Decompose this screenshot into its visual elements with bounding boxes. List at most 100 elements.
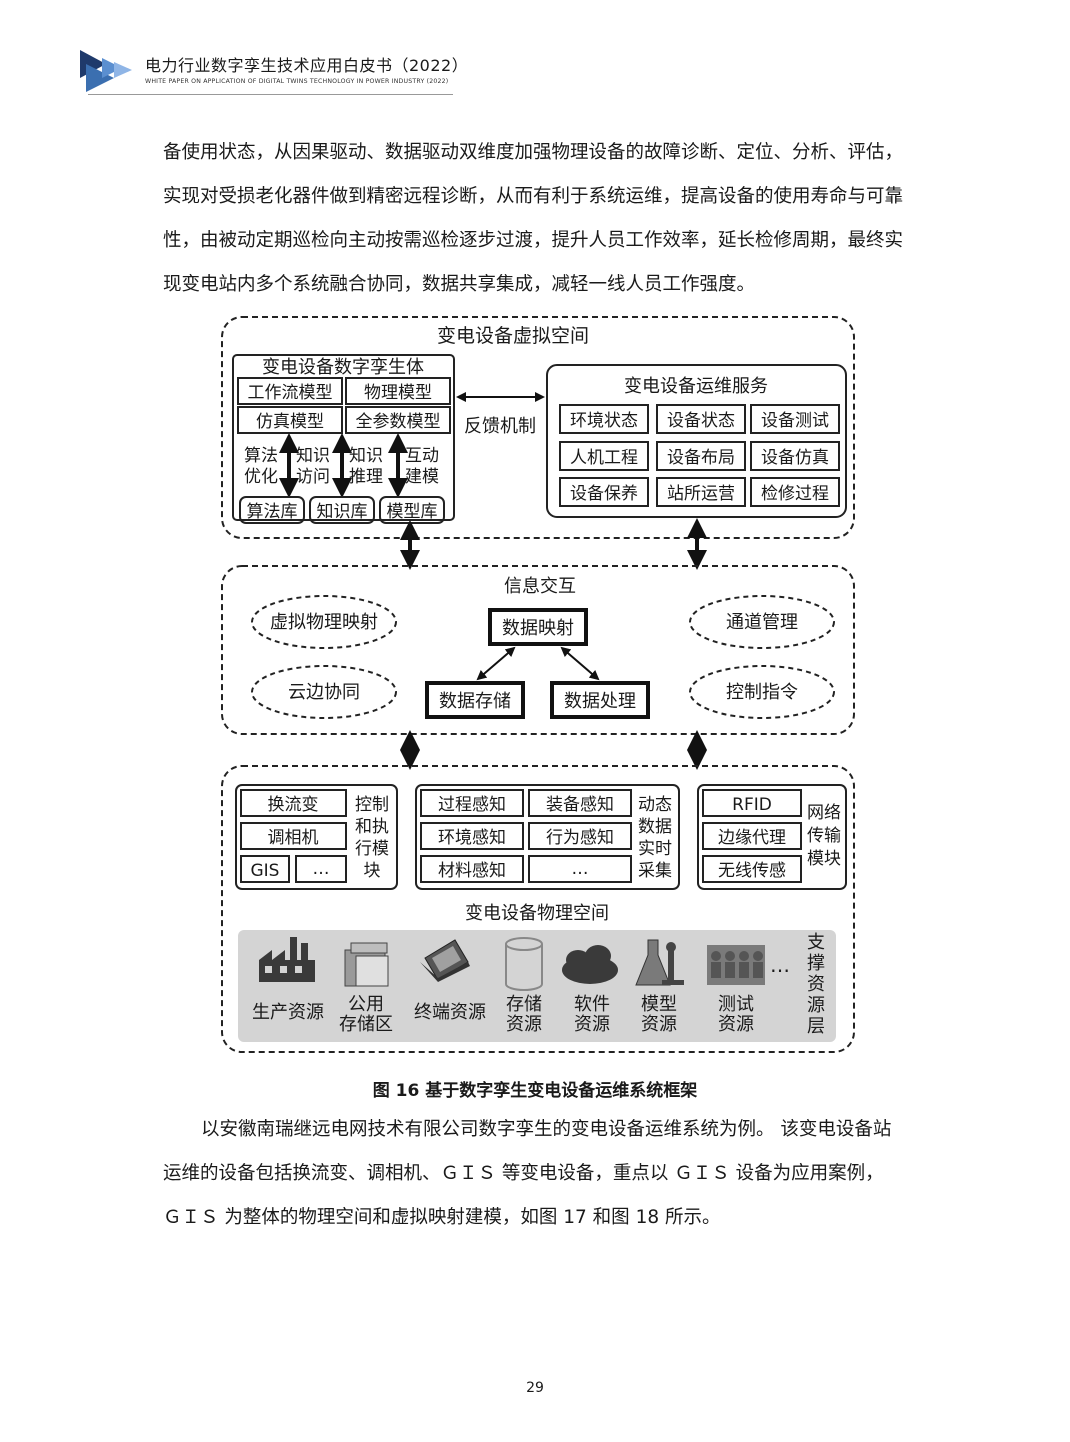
- network-module-box: [697, 784, 847, 890]
- laptop-icon: [420, 939, 470, 982]
- page-number: 29: [526, 1380, 544, 1396]
- shared-storage-icon: [344, 942, 389, 987]
- sensing-label-1: 动态: [638, 795, 672, 815]
- service-item-label: 站所运营: [667, 484, 735, 504]
- service-item-label: 检修过程: [761, 484, 829, 504]
- storage-cylinder-icon: [505, 937, 543, 991]
- material-sensing-box: [420, 855, 524, 883]
- data-processing-label: 数据处理: [564, 691, 636, 712]
- flask-microscope-icon: [635, 939, 684, 986]
- om-service-box: [546, 364, 847, 518]
- paragraph-line: 实现对受损老化器件做到精密远程诊断，从而有利于系统运维，提高设备的使用寿命与可靠: [163, 186, 904, 207]
- resource-label: 公用: [348, 994, 384, 1015]
- equipment-sensing-label: 装备感知: [546, 795, 614, 815]
- control-label-2: 和执: [355, 817, 389, 837]
- resource-label: 终端资源: [414, 1002, 486, 1023]
- control-module-box: [235, 784, 398, 890]
- algorithm-library-label: 算法库: [247, 502, 298, 522]
- paragraph-line: 运维的设备包括换流变、调相机、ＧＩＳ 等变电设备，重点以 ＧＩＳ 设备为应用案例…: [163, 1163, 884, 1184]
- service-item-box: [559, 441, 649, 471]
- resource-label: 资源: [718, 1014, 754, 1035]
- environment-sensing-label: 环境感知: [438, 828, 506, 848]
- network-label-1: 网络: [807, 803, 841, 823]
- gis-label: GIS: [251, 861, 280, 881]
- support-layer-label: 层: [807, 1016, 825, 1037]
- header-logo: [80, 50, 132, 92]
- label-interactive-modeling-2: 建模: [405, 467, 439, 487]
- oval-control-command: [689, 665, 835, 719]
- service-item-box: [559, 404, 649, 434]
- service-item-box: [559, 477, 649, 507]
- paragraph-line: ＧＩＳ 为整体的物理空间和虚拟映射建模，如图 17 和图 18 所示。: [163, 1207, 721, 1228]
- channel-management-label: 通道管理: [726, 612, 798, 633]
- label-knowledge-access-1: 知识: [296, 446, 330, 466]
- control-more-box: [295, 855, 347, 883]
- sensing-more-label: …: [572, 859, 589, 879]
- sensing-label-3: 实时: [638, 839, 672, 859]
- digital-twin-box: [232, 354, 455, 521]
- sensing-more-box: [528, 855, 632, 883]
- resource-label: 模型: [641, 994, 677, 1015]
- edge-agent-box: [702, 822, 802, 850]
- oval-virtual-physical-mapping: [251, 595, 397, 649]
- header-title: 电力行业数字孪生技术应用白皮书（2022）: [145, 56, 469, 75]
- cloud-edge-label: 云边协同: [288, 682, 360, 703]
- process-sensing-box: [420, 789, 524, 817]
- workflow-model-label: 工作流模型: [248, 383, 333, 403]
- synchronous-condenser-box: [240, 822, 347, 850]
- algorithm-library-box: [239, 496, 305, 524]
- network-label-3: 模块: [807, 849, 841, 869]
- om-service-title: 变电设备运维服务: [624, 376, 768, 397]
- service-item-label: 人机工程: [570, 448, 638, 468]
- body-paragraph-1: 备使用状态，从因果驱动、数据驱动双维度加强物理设备的故障诊断、定位、分析、评估，…: [163, 131, 923, 307]
- rfid-label: RFID: [732, 795, 772, 815]
- oval-cloud-edge: [251, 665, 397, 719]
- label-knowledge-reasoning-1: 知识: [349, 446, 383, 466]
- edge-agent-label: 边缘代理: [718, 828, 786, 848]
- arrow-mapping-processing: [560, 646, 600, 681]
- service-item-label: 设备状态: [667, 411, 735, 431]
- support-layer-label: 支: [807, 932, 825, 953]
- support-layer-label: 撑: [807, 953, 825, 974]
- service-item-box: [750, 477, 840, 507]
- oval-channel-management: [689, 595, 835, 649]
- gis-box: [240, 855, 290, 883]
- virtual-space-title: 变电设备虚拟空间: [437, 325, 589, 347]
- wireless-sensing-box: [702, 855, 802, 883]
- virtual-physical-mapping-label: 虚拟物理映射: [270, 612, 378, 633]
- simulation-model-label: 仿真模型: [256, 412, 324, 432]
- control-command-label: 控制指令: [726, 682, 798, 703]
- data-processing-box: [550, 681, 650, 719]
- equipment-sensing-box: [528, 789, 632, 817]
- people-icon: [707, 945, 765, 985]
- wireless-sensing-label: 无线传感: [718, 861, 786, 881]
- physical-space-title: 变电设备物理空间: [465, 903, 609, 924]
- paragraph-line: 现变电站内多个系统融合协同，数据共享集成，减轻一线人员工作强度。: [163, 274, 756, 295]
- data-storage-label: 数据存储: [439, 691, 511, 712]
- label-knowledge-reasoning-2: 推理: [349, 467, 383, 487]
- control-label-1: 控制: [355, 795, 389, 815]
- rfid-box: [702, 789, 802, 817]
- behavior-sensing-box: [528, 822, 632, 850]
- label-algorithm-1: 算法: [244, 446, 278, 466]
- feedback-label: 反馈机制: [464, 416, 536, 437]
- converter-transformer-label: 换流变: [268, 795, 319, 815]
- service-item-box: [656, 441, 746, 471]
- header-subtitle: WHITE PAPER ON APPLICATION OF DIGITAL TW…: [145, 78, 449, 85]
- data-mapping-box: [488, 608, 588, 646]
- service-item-box: [656, 404, 746, 434]
- behavior-sensing-label: 行为感知: [546, 828, 614, 848]
- resource-label: 存储: [506, 994, 542, 1015]
- info-interaction-title: 信息交互: [504, 576, 576, 597]
- service-item-label: 环境状态: [570, 411, 638, 431]
- resource-label: 存储区: [339, 1014, 393, 1035]
- service-item-box: [750, 441, 840, 471]
- resources-ellipsis: …: [770, 953, 790, 977]
- physical-model-box: [345, 377, 451, 405]
- service-item-box: [656, 477, 746, 507]
- support-layer-label: 资: [807, 974, 825, 995]
- resource-label: 软件: [574, 994, 610, 1015]
- service-item-label: 设备测试: [761, 411, 829, 431]
- info-interaction-panel: [221, 565, 855, 735]
